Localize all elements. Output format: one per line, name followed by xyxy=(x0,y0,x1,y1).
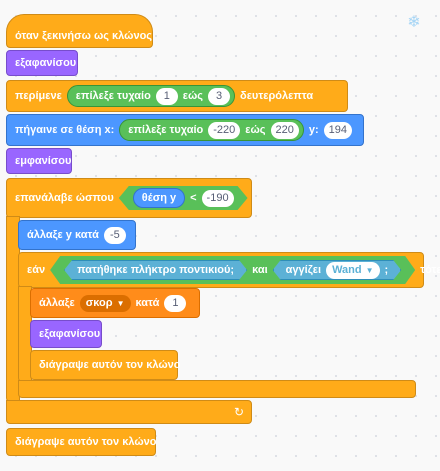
touching-question-mark: ; xyxy=(384,264,389,276)
touching-condition[interactable]: αγγίζει Wand ▼ ; xyxy=(273,260,402,280)
then-label: τότε xyxy=(420,264,440,276)
random-label: επίλεξε τυχαίο xyxy=(75,90,151,102)
delete-clone-label: διάγραψε αυτόν τον κλώνο xyxy=(39,359,181,371)
to-label: εώς xyxy=(245,124,266,136)
change-y-input[interactable]: -5 xyxy=(103,226,126,244)
show-block[interactable]: εμφανίσου xyxy=(6,148,72,174)
chevron-down-icon: ▼ xyxy=(116,298,125,308)
goto-to-input[interactable]: 220 xyxy=(270,121,299,139)
delete-clone-block[interactable]: διάγραψε αυτόν τον κλώνο xyxy=(6,428,156,456)
goto-y-input[interactable]: 194 xyxy=(323,121,353,139)
mouse-down-label: πατήθηκε πλήκτρο ποντικιού; xyxy=(77,264,235,276)
repeat-until-bottom-arm xyxy=(6,400,252,424)
chevron-down-icon: ▼ xyxy=(365,265,374,275)
touching-label: αγγίζει xyxy=(285,264,322,276)
goto-from-input[interactable]: -220 xyxy=(208,121,241,139)
change-y-block[interactable]: άλλαξε y κατά -5 xyxy=(18,220,136,250)
hide-block[interactable]: εξαφανίσου xyxy=(30,320,102,348)
to-label: εώς xyxy=(182,90,204,102)
wait-from-input[interactable]: 1 xyxy=(155,87,178,105)
wait-block[interactable]: περίμενε επίλεξε τυχαίο 1 εώς 3 δευτερόλ… xyxy=(6,80,348,112)
mouse-down-condition[interactable]: πατήθηκε πλήκτρο ποντικιού; xyxy=(64,260,247,280)
hide-label: εξαφανίσου xyxy=(39,328,101,340)
change-variable-block[interactable]: άλλαξε σκορ ▼ κατά 1 xyxy=(30,288,200,318)
go-to-xy-block[interactable]: πήγαινε σε θέση x: επίλεξε τυχαίο -220 ε… xyxy=(6,114,364,146)
change-y-label: άλλαξε y κατά xyxy=(27,229,99,241)
random-label: επίλεξε τυχαίο xyxy=(128,124,204,136)
wait-to-input[interactable]: 3 xyxy=(208,87,231,105)
goto-label: πήγαινε σε θέση x: xyxy=(15,124,115,136)
hat-label: όταν ξεκινήσω ως κλώνος xyxy=(15,30,153,42)
if-then-block[interactable]: εάν πατήθηκε πλήκτρο ποντικιού; και αγγί… xyxy=(18,252,440,288)
y-position-reporter[interactable]: θέση y xyxy=(133,188,185,208)
pick-random-reporter[interactable]: επίλεξε τυχαίο 1 εώς 3 xyxy=(66,85,236,107)
repeat-until-label: επανάλαβε ώσπου xyxy=(15,192,114,204)
touching-target-dropdown[interactable]: Wand ▼ xyxy=(326,262,379,279)
loop-arrow-icon: ↻ xyxy=(234,405,245,419)
less-than-condition[interactable]: θέση y < -190 xyxy=(119,186,248,210)
variable-dropdown[interactable]: σκορ ▼ xyxy=(79,294,131,312)
less-than-input[interactable]: -190 xyxy=(202,190,234,207)
hide-label: εξαφανίσου xyxy=(15,57,77,69)
less-than-operator: < xyxy=(190,192,197,204)
hide-block[interactable]: εξαφανίσου xyxy=(6,50,78,76)
delete-clone-label: διάγραψε αυτόν τον κλώνο xyxy=(15,436,157,448)
show-label: εμφανίσου xyxy=(15,155,72,167)
y-label: y: xyxy=(308,124,319,136)
pick-random-reporter[interactable]: επίλεξε τυχαίο -220 εώς 220 xyxy=(119,119,304,141)
and-condition[interactable]: πατήθηκε πλήκτρο ποντικιού; και αγγίζει … xyxy=(50,256,415,284)
by-label: κατά xyxy=(135,297,160,309)
change-var-input[interactable]: 1 xyxy=(164,294,187,312)
y-position-label: θέση y xyxy=(141,192,177,204)
repeat-until-block[interactable]: επανάλαβε ώσπου θέση y < -190 xyxy=(6,178,252,218)
when-start-as-clone-block[interactable]: όταν ξεκινήσω ως κλώνος xyxy=(6,14,153,48)
touching-target-value: Wand xyxy=(332,264,362,276)
if-bottom-arm xyxy=(18,380,416,398)
wait-label: περίμενε xyxy=(15,90,62,102)
and-label: και xyxy=(252,264,268,276)
delete-clone-block[interactable]: διάγραψε αυτόν τον κλώνο xyxy=(30,350,181,380)
seconds-label: δευτερόλεπτα xyxy=(240,90,314,102)
snowflake-icon: ❄ xyxy=(407,14,421,31)
variable-name: σκορ xyxy=(85,297,113,309)
if-label: εάν xyxy=(27,264,46,276)
change-var-label: άλλαξε xyxy=(39,297,75,309)
